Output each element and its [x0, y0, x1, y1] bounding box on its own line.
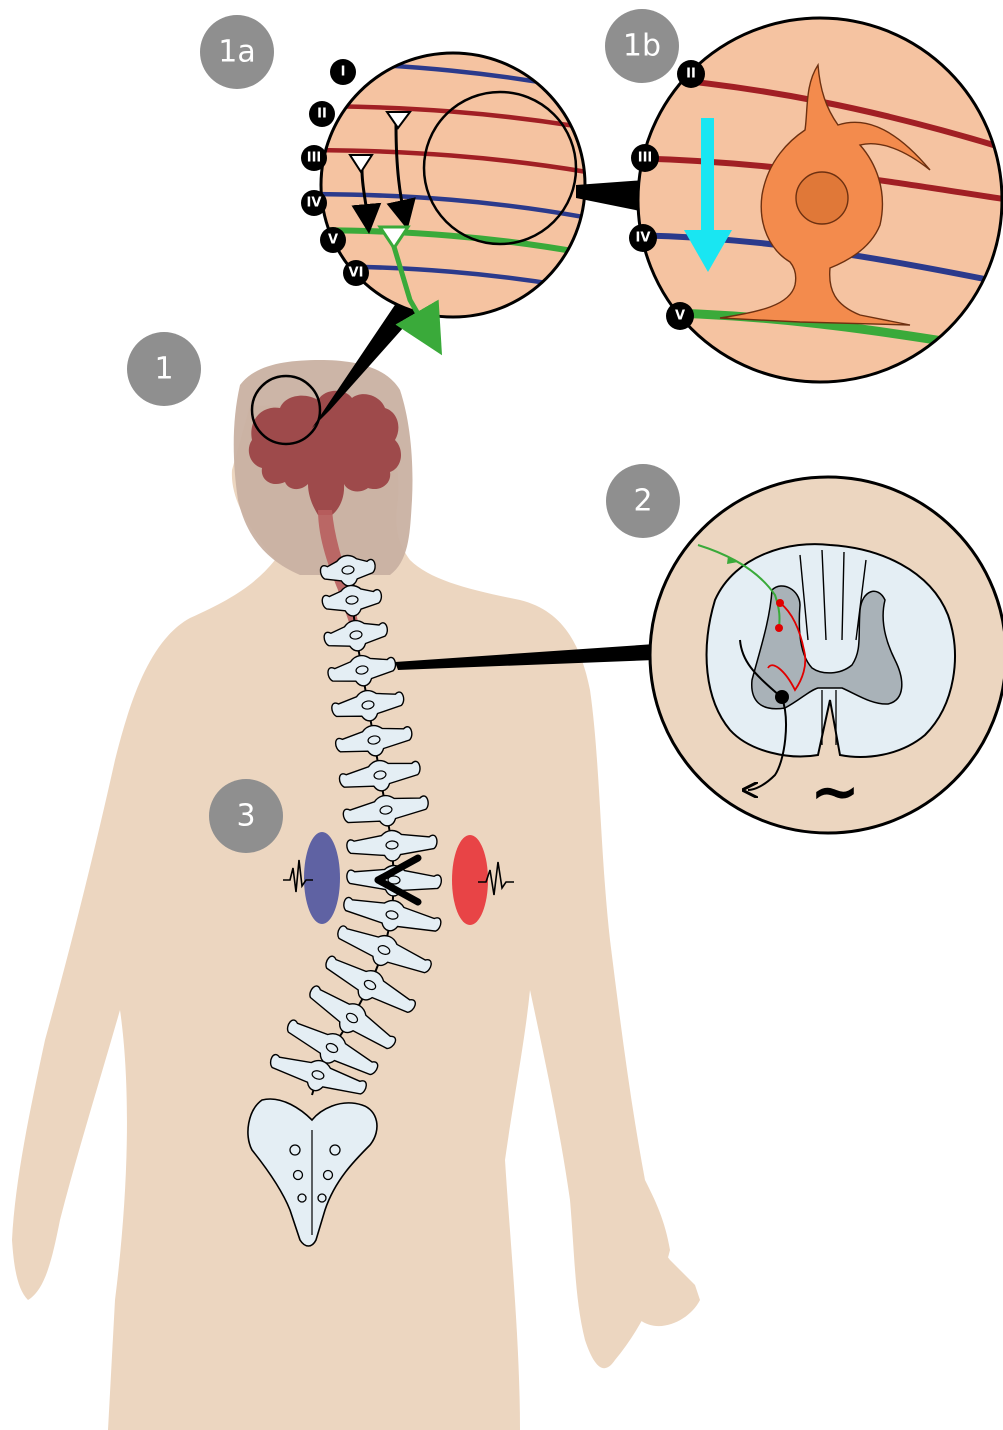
- layer-label: III: [638, 151, 653, 166]
- layer-label: VI: [349, 266, 364, 281]
- panel-1a: [300, 53, 610, 338]
- layer-label: III: [307, 151, 322, 166]
- layer-label: IV: [636, 231, 651, 246]
- layer-label: II: [686, 67, 696, 82]
- layer-label: II: [317, 107, 327, 122]
- svg-text:2: 2: [633, 484, 652, 519]
- svg-text:1b: 1b: [623, 29, 661, 64]
- layer-label: I: [341, 65, 346, 80]
- svg-text:1: 1: [154, 352, 173, 387]
- zoom-connector-1b: [576, 180, 645, 212]
- badge-1b: 1b: [605, 9, 679, 83]
- left-muscle-blob: [304, 832, 340, 924]
- layer-label: IV: [307, 196, 322, 211]
- svg-text:3: 3: [236, 799, 255, 834]
- badge-1: 1: [127, 332, 201, 406]
- right-muscle-blob: [452, 835, 488, 925]
- panel-2: ~: [650, 477, 1003, 833]
- svg-text:1a: 1a: [218, 35, 255, 70]
- layer-label: V: [328, 233, 338, 248]
- motor-neuron: [775, 690, 789, 704]
- layer-label: V: [675, 309, 685, 324]
- wave-symbol: ~: [810, 757, 860, 827]
- badge-1a: 1a: [200, 15, 274, 89]
- badge-3: 3: [209, 779, 283, 853]
- badge-2: 2: [606, 464, 680, 538]
